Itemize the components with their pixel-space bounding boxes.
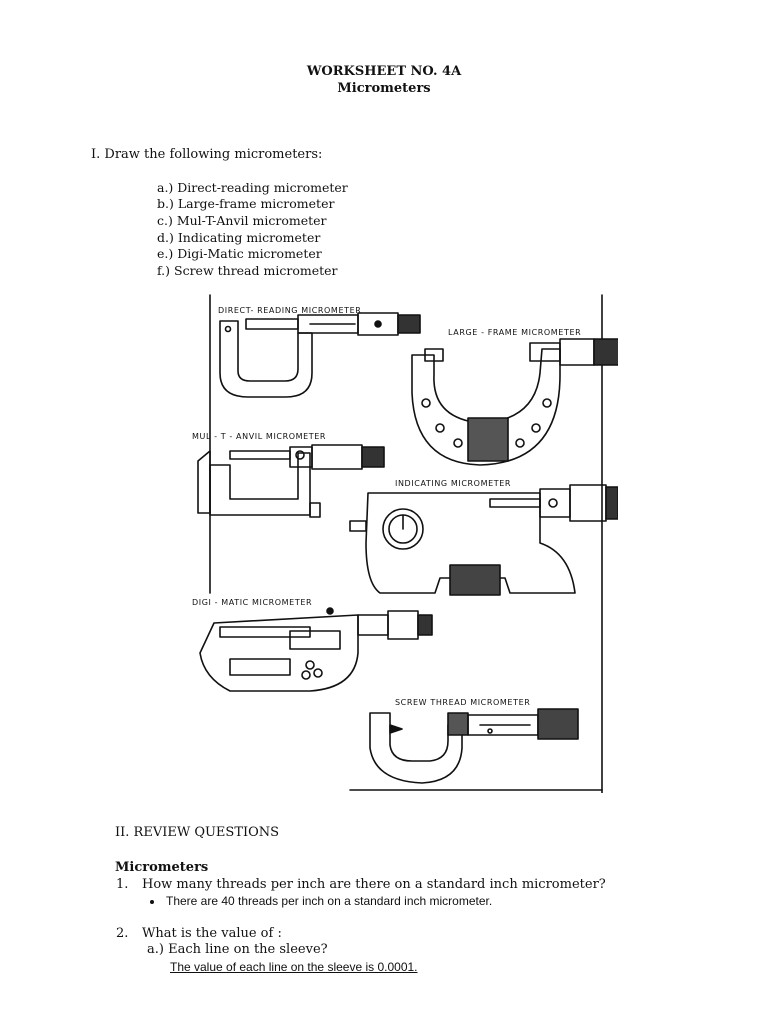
screw-thread-label: SCREW THREAD MICROMETER	[395, 698, 530, 707]
worksheet-subtitle: Micrometers	[337, 81, 431, 96]
section1-heading: I. Draw the following micrometers:	[91, 147, 323, 162]
mul-t-anvil-micrometer-figure: MUL - T - ANVIL MICROMETER	[192, 432, 385, 518]
list-item: b.) Large-frame micrometer	[157, 196, 335, 211]
question-2-number: 2.	[116, 926, 129, 941]
micrometer-drawings: DIRECT- READING MICROMETER LARGE - FRAME…	[192, 294, 618, 793]
large-frame-micrometer-figure: LARGE - FRAME MICROMETER	[411, 328, 618, 466]
list-item: c.) Mul-T-Anvil micrometer	[157, 213, 327, 228]
question-1-answer-text: There are 40 threads per inch on a stand…	[166, 894, 493, 908]
indicating-label: INDICATING MICROMETER	[395, 479, 511, 488]
question-1-answer: There are 40 threads per inch on a stand…	[150, 894, 492, 908]
digi-matic-label: DIGI - MATIC MICROMETER	[192, 598, 312, 607]
indicating-micrometer-figure: INDICATING MICROMETER	[349, 479, 618, 596]
section2-heading: II. REVIEW QUESTIONS	[115, 825, 280, 840]
section2-subheading: Micrometers	[115, 860, 209, 875]
large-frame-label: LARGE - FRAME MICROMETER	[448, 328, 581, 337]
screw-thread-micrometer-figure: SCREW THREAD MICROMETER	[369, 698, 579, 784]
question-1-text: How many threads per inch are there on a…	[142, 877, 606, 892]
question-2-text: What is the value of :	[142, 926, 282, 941]
question-1-number: 1.	[116, 877, 129, 892]
mul-t-anvil-label: MUL - T - ANVIL MICROMETER	[192, 432, 326, 441]
list-item: d.) Indicating micrometer	[157, 230, 321, 245]
question-2a-answer: The value of each line on the sleeve is …	[170, 960, 418, 974]
list-item: f.) Screw thread micrometer	[157, 263, 338, 278]
worksheet-title: WORKSHEET NO. 4A	[306, 64, 462, 79]
direct-reading-micrometer-figure: DIRECT- READING MICROMETER	[218, 306, 421, 398]
direct-reading-label: DIRECT- READING MICROMETER	[218, 306, 361, 315]
list-item: a.) Direct-reading micrometer	[157, 180, 348, 195]
question-2a-text: a.) Each line on the sleeve?	[147, 942, 328, 957]
bullet-icon	[150, 899, 154, 904]
digi-matic-micrometer-figure: DIGI - MATIC MICROMETER	[192, 598, 433, 692]
list-item: e.) Digi-Matic micrometer	[157, 246, 322, 261]
